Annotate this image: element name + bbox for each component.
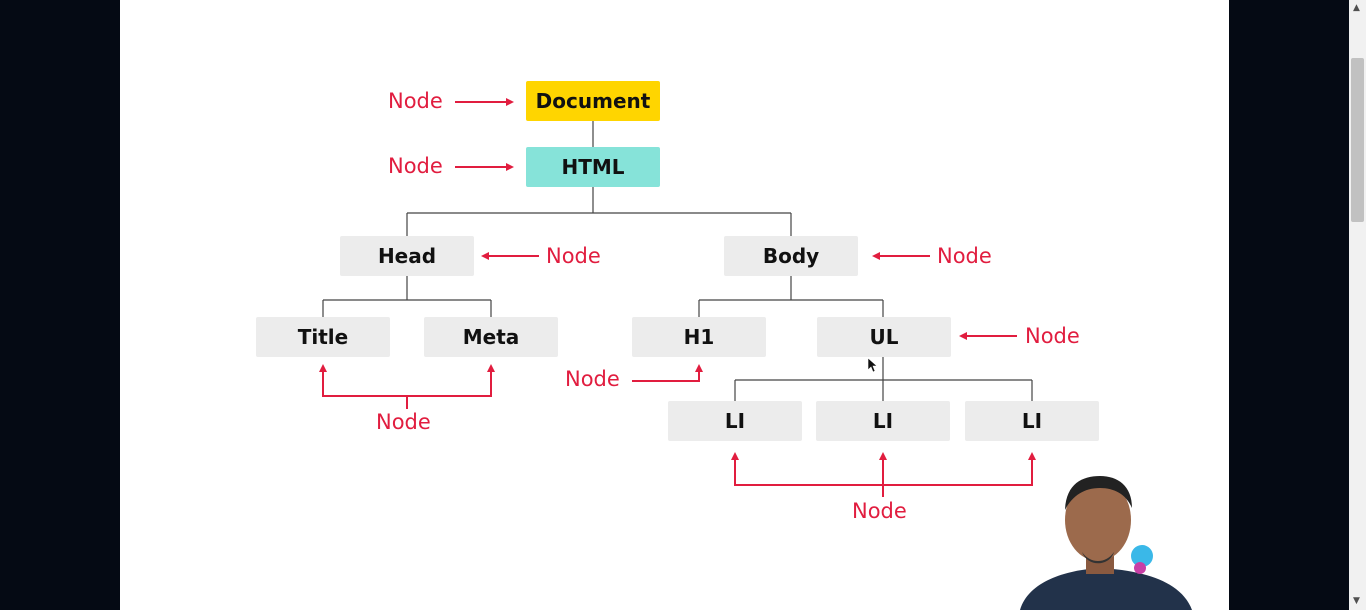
label-document-node: Node: [388, 89, 443, 113]
label-head-node: Node: [546, 244, 601, 268]
tree-connectors: [319, 98, 1036, 497]
bracket-title-meta: [322, 370, 492, 397]
node-ul: UL: [817, 317, 951, 357]
node-html: HTML: [526, 147, 660, 187]
slide-canvas: Document HTML Head Body Title Meta H1 UL…: [120, 0, 1229, 610]
node-li-3: LI: [965, 401, 1099, 441]
node-li-1: LI: [668, 401, 802, 441]
arrow-h1-node: [632, 370, 700, 382]
node-li-2: LI: [816, 401, 950, 441]
label-html-node: Node: [388, 154, 443, 178]
label-title-meta-node: Node: [376, 410, 431, 434]
page-scrollbar[interactable]: ▲ ▼: [1349, 0, 1366, 610]
presenter-webcam-overlay: [1020, 476, 1192, 610]
mouse-cursor-icon: [867, 357, 878, 373]
node-title: Title: [256, 317, 390, 357]
label-li-node: Node: [852, 499, 907, 523]
scroll-down-arrow-icon[interactable]: ▼: [1353, 596, 1360, 606]
label-body-node: Node: [937, 244, 992, 268]
label-ul-node: Node: [1025, 324, 1080, 348]
node-document: Document: [526, 81, 660, 121]
node-head: Head: [340, 236, 474, 276]
label-h1-node: Node: [565, 367, 620, 391]
scrollbar-thumb[interactable]: [1351, 58, 1364, 222]
node-body: Body: [724, 236, 858, 276]
scroll-up-arrow-icon[interactable]: ▲: [1353, 3, 1360, 13]
node-h1: H1: [632, 317, 766, 357]
node-meta: Meta: [424, 317, 558, 357]
